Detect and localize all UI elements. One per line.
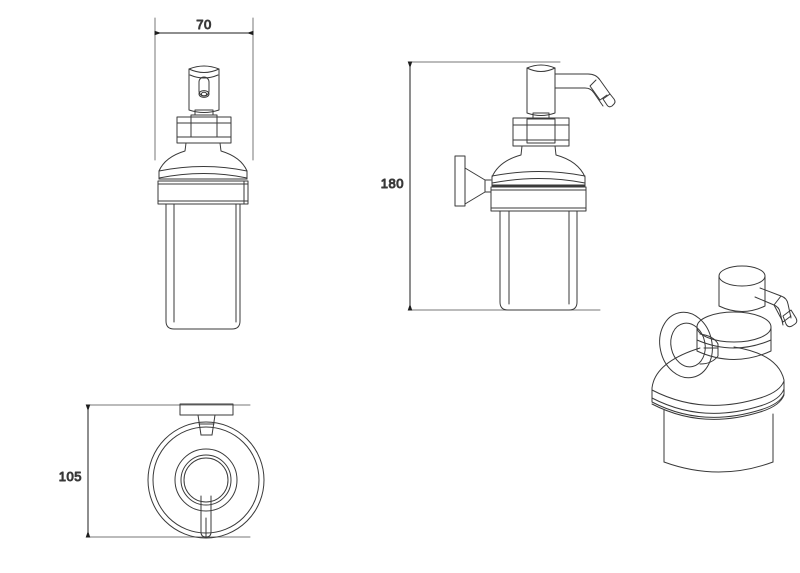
side-wall-bracket: [464, 167, 492, 205]
perspective-dispenser-nozzle: [754, 287, 798, 328]
dimension-180: 180: [380, 61, 413, 311]
dimension-180-label: 180: [381, 176, 404, 191]
dimension-105: 105: [58, 404, 91, 538]
side-collar-ring: [512, 117, 570, 147]
front-view: 70: [154, 17, 254, 330]
top-dispenser-nozzle: [200, 495, 212, 538]
side-glass-bottle: [499, 210, 578, 311]
side-pump-head: [526, 64, 556, 116]
dimension-70: 70: [154, 17, 254, 36]
perspective-wall-bracket: [699, 333, 719, 365]
top-view: 105: [58, 403, 265, 539]
perspective-glass-bottle: [663, 409, 774, 473]
side-dispenser-nozzle: [554, 73, 616, 108]
side-dome-shoulder: [491, 145, 586, 187]
perspective-collar-ring: [696, 311, 772, 360]
dimension-105-label: 105: [59, 469, 82, 484]
top-wall-plate: [179, 403, 234, 416]
dimension-70-label: 70: [196, 17, 211, 32]
perspective-pump-head: [718, 265, 766, 312]
side-wall-plate: [454, 155, 466, 207]
perspective-dome-shoulder: [651, 346, 785, 420]
top-view-extension-lines: [87, 404, 251, 538]
front-view-extension-lines: [154, 17, 254, 161]
front-metal-band: [157, 180, 249, 205]
front-glass-bottle: [165, 203, 241, 330]
front-collar-ring: [176, 116, 232, 144]
front-pump-head: [188, 65, 220, 113]
front-dome-shoulder: [158, 142, 248, 180]
side-view: 180: [380, 61, 616, 311]
side-metal-band: [490, 186, 587, 212]
perspective-wall-plate: [659, 311, 713, 379]
side-pump-stem: [526, 112, 556, 144]
perspective-view: [651, 265, 798, 473]
top-wall-bracket: [197, 414, 216, 436]
